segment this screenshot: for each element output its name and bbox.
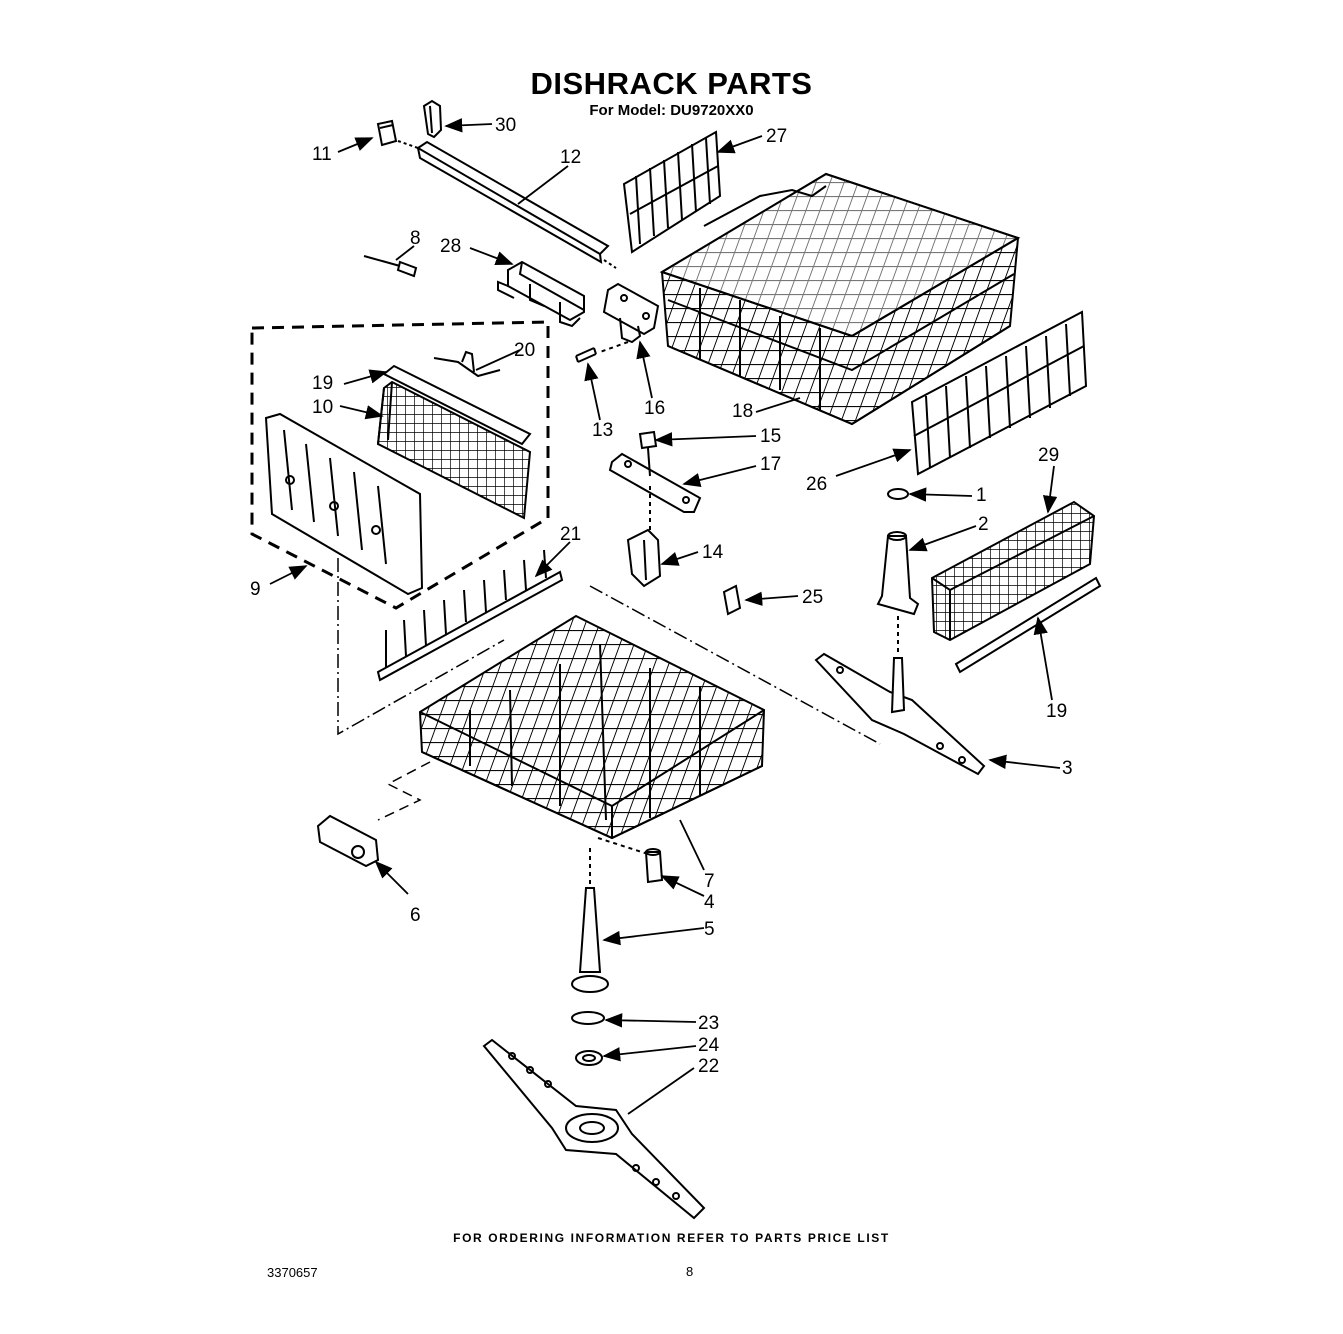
callout-labels: 11 30 12 27 8 28 20 19 10 13 16 18 15 17… [250,115,1073,1077]
part-11-end-cap [376,119,398,147]
callout-14: 14 [702,542,724,563]
part-27-tine-row [622,130,722,254]
callout-26: 26 [806,474,827,495]
part-17-upper-spray-arm [608,447,702,513]
callout-20: 20 [514,340,535,361]
callout-1: 1 [976,485,987,506]
document-number: 3370657 [267,1265,318,1280]
ordering-note: FOR ORDERING INFORMATION REFER TO PARTS … [453,1231,890,1245]
callout-29: 29 [1038,445,1059,466]
callout-6: 6 [410,905,421,926]
part-30-rail-clip [422,99,443,139]
page-title: DISHRACK PARTS [530,66,813,101]
part-4-bushing [644,848,664,884]
part-16-stop-plate [602,282,660,344]
part-2-upper-spray-tube [876,531,920,656]
part-5-lower-spray-tube [571,848,609,993]
callout-11: 11 [312,144,332,165]
callout-8: 8 [410,228,421,249]
callout-27: 27 [766,126,787,147]
callout-28: 28 [440,236,461,257]
callout-19-upper: 19 [312,373,333,394]
callout-13: 13 [592,420,613,441]
callout-10: 10 [312,397,333,418]
callout-15: 15 [760,426,781,447]
callout-3: 3 [1062,758,1073,779]
callout-5: 5 [704,919,715,940]
callout-4: 4 [704,892,715,913]
part-8-pin [363,255,418,278]
part-19-rail [382,364,532,446]
part-9-basket-divider [264,412,424,596]
part-19-rail-basket [954,576,1102,674]
part-29-silverware-basket [930,500,1096,642]
callout-22: 22 [698,1056,719,1077]
part-18-upper-rack [659,172,1021,426]
subassembly-boundary [250,320,550,610]
part-20-clip [433,350,501,378]
callout-9: 9 [250,579,261,600]
part-14-feed-tube-bracket [626,528,662,588]
part-12-rail [416,140,610,264]
model-subtitle: For Model: DU9720XX0 [589,102,754,119]
part-3-spray-arm [814,652,986,776]
callout-12: 12 [560,147,581,168]
callout-30: 30 [495,115,516,136]
part-28-rack-bracket [497,260,585,328]
part-25-clip [722,584,742,616]
part-6-rack-roller-bracket [316,814,380,868]
callout-25: 25 [802,587,823,608]
callout-23: 23 [698,1013,719,1034]
callout-18: 18 [732,401,753,422]
part-24-nut [575,1050,603,1066]
page-number: 8 [686,1264,694,1279]
callout-17: 17 [760,454,781,475]
callout-19-lower: 19 [1046,701,1067,722]
part-1-o-ring [887,488,909,500]
part-22-lower-spray-arm [482,1038,706,1220]
callout-7: 7 [704,871,715,892]
part-15-cap [638,430,658,450]
callout-2: 2 [978,514,989,535]
part-7-lower-rack [418,614,766,840]
part-13-screw [575,347,597,363]
callout-24: 24 [698,1035,720,1056]
part-23-washer [571,1011,605,1025]
callout-16: 16 [644,398,665,419]
callout-21: 21 [560,524,581,545]
part-26-tine-row [910,310,1088,476]
